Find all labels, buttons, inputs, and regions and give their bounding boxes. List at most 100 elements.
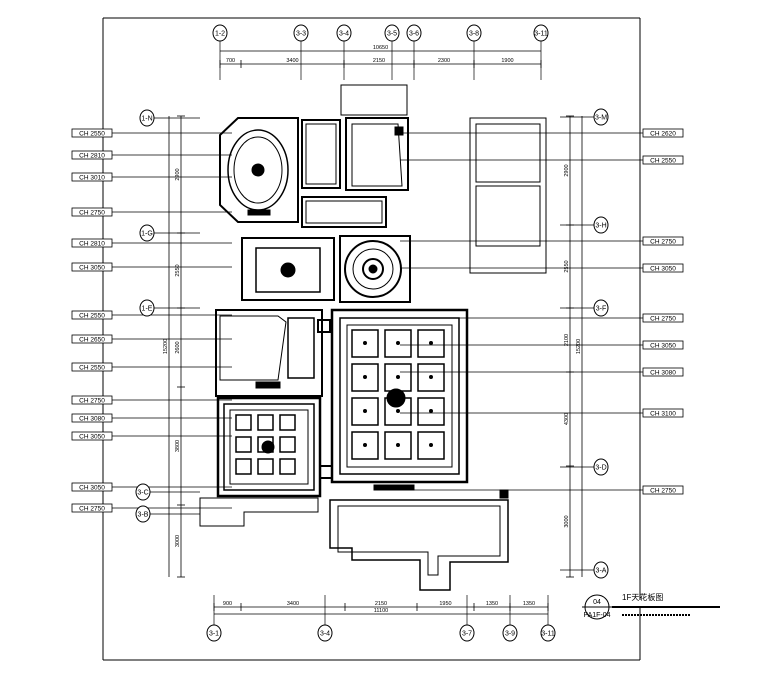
ceiling-height-tag (642, 128, 684, 138)
ceiling-height-label: CH 2750 (650, 316, 676, 323)
chandelier-icon (261, 440, 275, 454)
ceiling-height-tag (642, 485, 684, 495)
coffer-panel (279, 414, 296, 431)
room-terrace-left (199, 497, 319, 527)
dimension-value: 3000 (564, 515, 570, 527)
axis-label: 3-C (137, 490, 148, 497)
axis-label: 3-A (596, 568, 607, 575)
axis-label: 3-3 (296, 31, 306, 38)
ceiling-height-label: CH 2550 (79, 313, 105, 320)
ceiling-height-label: CH 2750 (79, 398, 105, 405)
axis-label: 3-M (595, 115, 607, 122)
axis-label: 1-E (142, 306, 153, 313)
ceiling-height-label: CH 2620 (650, 131, 676, 138)
ceiling-height-label: CH 2750 (650, 488, 676, 495)
ceiling-height-label: CH 3080 (650, 370, 676, 377)
dimension-value: 2150 (373, 58, 385, 64)
axis-bubble (139, 109, 155, 127)
axis-label: 1-G (141, 231, 153, 238)
axis-bubble (135, 483, 151, 501)
room-dining (216, 396, 322, 498)
room-bath (345, 117, 409, 191)
dimension-total: 10650 (373, 45, 388, 51)
axis-bubble (459, 624, 475, 642)
axis-label: 3-9 (505, 631, 515, 638)
dimension-value: 1900 (501, 58, 513, 64)
room-oval-ceiling (219, 117, 299, 223)
coffer-panel (417, 329, 445, 358)
axis-label: 3-1 (209, 631, 219, 638)
dimension-value: 3400 (287, 601, 299, 607)
ceiling-height-label: CH 2810 (79, 241, 105, 248)
round-ceiling-feature (344, 240, 402, 298)
axis-label: 1-N (141, 116, 152, 123)
axis-label: 3-11 (541, 631, 555, 638)
dimension-value: 1350 (486, 601, 498, 607)
coffer-panel (417, 397, 445, 426)
ceiling-height-tag (71, 431, 113, 441)
floor-plan (199, 84, 547, 591)
flower-medallion-icon (280, 262, 296, 278)
axis-label: 3-B (138, 512, 149, 519)
ceiling-height-label: CH 3050 (79, 485, 105, 492)
ceiling-height-tag (71, 395, 113, 405)
downlight-icon (396, 443, 400, 447)
ceiling-height-tag (71, 262, 113, 272)
coffer-panel (417, 363, 445, 392)
axis-label: 3-4 (320, 631, 330, 638)
room-terrace-right (329, 499, 509, 591)
ceiling-height-tag (71, 310, 113, 320)
axis-bubble (406, 24, 422, 42)
coffer-panel (279, 436, 296, 453)
ceiling-height-tag (71, 238, 113, 248)
ceiling-height-tag (71, 150, 113, 160)
axis-bubble (593, 458, 609, 476)
ceiling-height-label: CH 2650 (79, 337, 105, 344)
axis-bubble (317, 624, 333, 642)
dimension-value: 2100 (564, 334, 570, 346)
axis-label: 3-F (596, 306, 607, 313)
axis-bubble (593, 108, 609, 126)
ceiling-height-tag (71, 413, 113, 423)
axis-bubble (139, 299, 155, 317)
axis-label: 3-7 (462, 631, 472, 638)
axis-label: 3-11 (534, 31, 548, 38)
ceiling-height-label: CH 3050 (79, 434, 105, 441)
downlight-icon (363, 443, 367, 447)
ceiling-height-tag (642, 408, 684, 418)
axis-label: 1-2 (215, 31, 225, 38)
axis-bubble (502, 624, 518, 642)
coffer-panel (279, 458, 296, 475)
drawing-title: 1F天花板图 (622, 592, 663, 602)
ceiling-height-tag (71, 172, 113, 182)
room-square-ceiling (241, 237, 335, 301)
ceiling-height-tag (71, 362, 113, 372)
ceiling-height-tag (642, 155, 684, 165)
ceiling-height-tag (642, 313, 684, 323)
downlight-icon (363, 375, 367, 379)
ceiling-height-label: CH 3050 (650, 343, 676, 350)
coffer-panel (351, 397, 379, 426)
coffer-panel (235, 458, 252, 475)
coffer-panel (235, 414, 252, 431)
dimension-value: 2550 (175, 264, 181, 276)
sheet-ref: PA1F-04 (583, 612, 610, 619)
room-utility (469, 117, 547, 274)
dimension-total: 11100 (374, 608, 388, 614)
dimension-value: 2900 (564, 164, 570, 176)
ceiling-height-tag (642, 367, 684, 377)
axis-bubble (139, 224, 155, 242)
ceiling-height-tag (71, 482, 113, 492)
dimension-value: 2600 (175, 341, 181, 353)
ceiling-height-tag (71, 207, 113, 217)
dimension-total: 15200 (576, 339, 582, 354)
axis-bubble (593, 561, 609, 579)
dimension-value: 3000 (175, 535, 181, 547)
ceiling-height-label: CH 2550 (650, 158, 676, 165)
axis-label: 3-8 (469, 31, 479, 38)
ceiling-height-label: CH 3100 (650, 411, 676, 418)
downlight-icon (429, 443, 433, 447)
